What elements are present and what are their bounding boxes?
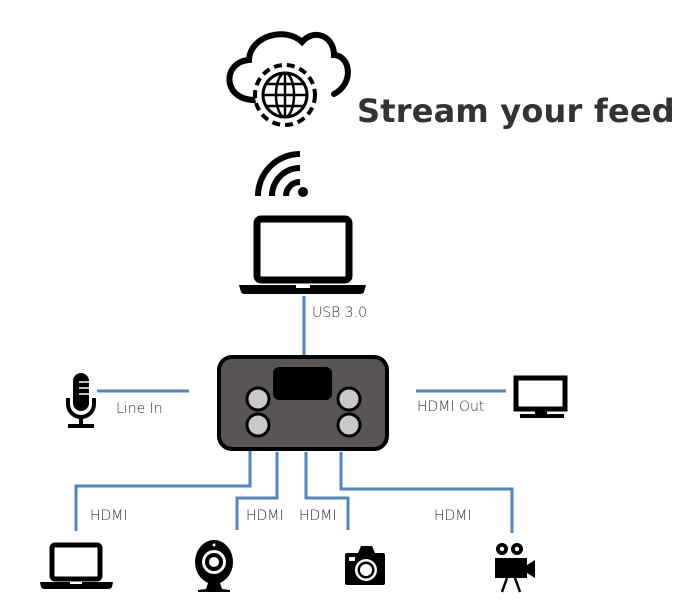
connection-lines: [74, 296, 514, 533]
hdmi-out-label: HDMI Out: [417, 399, 485, 415]
hdmi-label-4: HDMI: [434, 508, 472, 524]
wifi-icon: [255, 151, 308, 197]
microphone-icon: [66, 373, 96, 428]
capture-device-icon: [217, 355, 389, 451]
webcam-icon: [195, 540, 233, 592]
cloud-globe-icon: [226, 31, 351, 127]
hdmi-label-1: HDMI: [90, 508, 128, 524]
line-in-label: Line In: [116, 401, 163, 417]
laptop-icon-bottom: [40, 542, 113, 589]
monitor-icon: [513, 375, 568, 418]
usb-label: USB 3.0: [312, 305, 368, 321]
hdmi-line-4: [339, 452, 514, 533]
hdmi-label-3: HDMI: [299, 508, 337, 524]
video-camera-icon: [495, 543, 535, 593]
page-title: Stream your feed: [357, 92, 675, 130]
camera-icon: [345, 546, 385, 585]
hdmi-line-2: [235, 452, 279, 530]
hdmi-line-3: [304, 452, 350, 530]
hdmi-label-2: HDMI: [246, 508, 284, 524]
laptop-icon: [239, 215, 366, 294]
hdmi-line-1: [74, 450, 252, 531]
